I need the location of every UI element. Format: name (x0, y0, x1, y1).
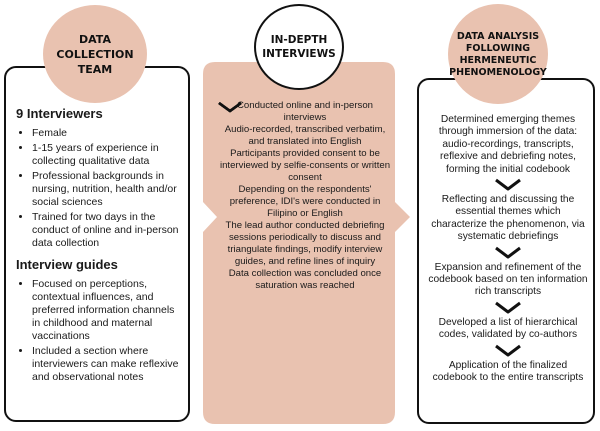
in-depth-interviews-header: IN-DEPTH INTERVIEWS (254, 4, 344, 90)
chevron-down-icon (495, 178, 521, 191)
interview-step: Conducted online and in-person interview… (236, 100, 373, 123)
data-collection-team-header: DATA COLLECTION TEAM (43, 5, 147, 103)
data-analysis-panel: Determined emerging themes through immer… (417, 78, 595, 424)
interview-step: Audio-recorded, transcribed verbatim, an… (224, 124, 386, 147)
interviewers-list: Female 1-15 years of experience in colle… (16, 127, 180, 250)
interview-guides-title: Interview guides (16, 257, 118, 272)
analysis-steps: Determined emerging themes through immer… (427, 114, 589, 385)
interview-step: Data collection was concluded once satur… (228, 268, 382, 291)
chevron-down-icon (495, 246, 521, 259)
chevron-down-icon (495, 301, 521, 314)
interview-steps: Conducted online and in-person interview… (217, 100, 393, 292)
chevron-down-icon (218, 101, 242, 113)
interview-step: The lead author conducted debriefing ses… (225, 220, 385, 267)
arrow-shape (203, 62, 410, 424)
chevron-down-icon (495, 344, 521, 357)
analysis-step: Reflecting and discussing the essential … (431, 194, 585, 243)
data-collection-team-panel: 9 Interviewers Female 1-15 years of expe… (4, 66, 190, 422)
interviewers-title: 9 Interviewers (16, 106, 103, 121)
analysis-step: Determined emerging themes through immer… (438, 114, 578, 175)
list-item: Focused on perceptions, contextual influ… (32, 278, 180, 343)
analysis-step: Developed a list of hierarchical codes, … (438, 316, 578, 341)
in-depth-interviews-panel: Conducted online and in-person interview… (203, 62, 411, 424)
interview-step: Participants provided consent to be inte… (219, 148, 391, 183)
list-item: 1-15 years of experience in collecting q… (32, 142, 180, 168)
list-item: Female (32, 127, 180, 140)
interview-guides-list: Focused on perceptions, contextual influ… (16, 278, 180, 384)
list-item: Professional backgrounds in nursing, nut… (32, 170, 180, 209)
analysis-step: Expansion and refinement of the codebook… (428, 261, 588, 298)
interview-step: Depending on the respondents' preference… (229, 184, 381, 219)
analysis-step: Application of the finalized codebook to… (432, 359, 584, 384)
list-item: Trained for two days in the conduct of o… (32, 211, 180, 250)
list-item: Included a section where interviewers ca… (32, 345, 180, 384)
data-analysis-header: DATA ANALYSIS FOLLOWING HERMENEUTIC PHEN… (448, 4, 548, 104)
